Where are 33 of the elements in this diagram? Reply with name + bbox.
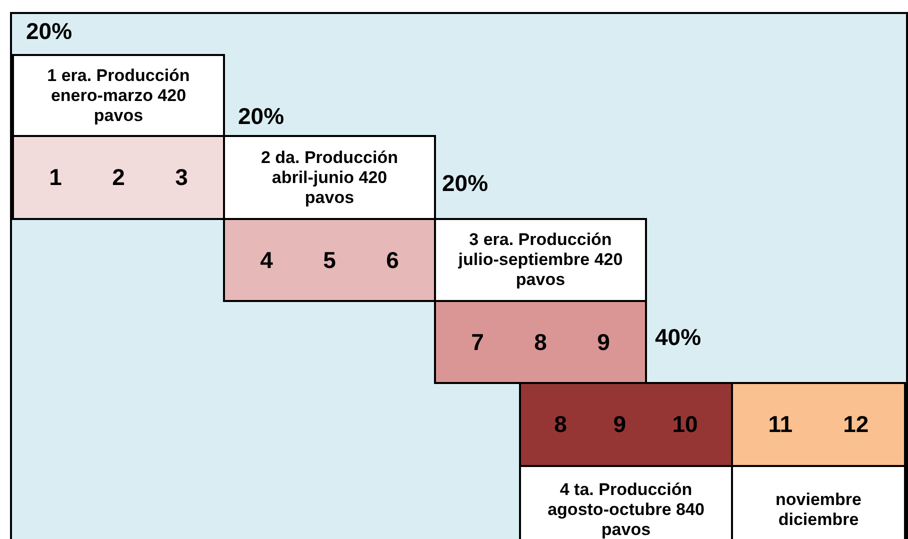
- month-number: 5: [323, 246, 336, 274]
- production-box: [519, 465, 733, 539]
- month-number: 4: [260, 246, 273, 274]
- production-text: noviembre diciembre: [774, 490, 862, 530]
- production-box: [223, 135, 436, 220]
- percentage-label: 20%: [238, 103, 284, 130]
- month-number: 3: [175, 164, 188, 191]
- month-number: 10: [672, 411, 698, 438]
- month-number: 9: [597, 328, 610, 356]
- month-bar: [434, 300, 647, 384]
- month-number: 11: [768, 411, 793, 438]
- month-number: 8: [534, 328, 547, 356]
- production-text: 4 ta. Producción agosto-octubre 840 pavos: [546, 480, 706, 539]
- month-bar: [12, 135, 225, 220]
- production-box: [12, 54, 225, 137]
- production-text: 3 era. Producción julio-septiembre 420 pavos: [458, 230, 623, 290]
- percentage-label: 40%: [655, 324, 702, 351]
- month-number: 8: [554, 411, 567, 438]
- month-bar: [223, 218, 436, 302]
- month-bar: [731, 382, 906, 467]
- percentage-label: 20%: [442, 170, 488, 197]
- production-box: [434, 218, 647, 302]
- month-bar: [519, 382, 733, 467]
- month-number: 9: [613, 411, 626, 438]
- month-number: 1: [49, 164, 62, 191]
- month-number: 7: [471, 328, 484, 356]
- production-text: 1 era. Producción enero-marzo 420 pavos: [46, 66, 191, 126]
- month-number: 2: [112, 164, 125, 191]
- month-number: 12: [843, 411, 869, 438]
- production-box: [731, 465, 906, 539]
- month-number: 6: [386, 246, 399, 274]
- production-text: 2 da. Producción abril-junio 420 pavos: [260, 148, 399, 208]
- percentage-label: 20%: [26, 18, 72, 45]
